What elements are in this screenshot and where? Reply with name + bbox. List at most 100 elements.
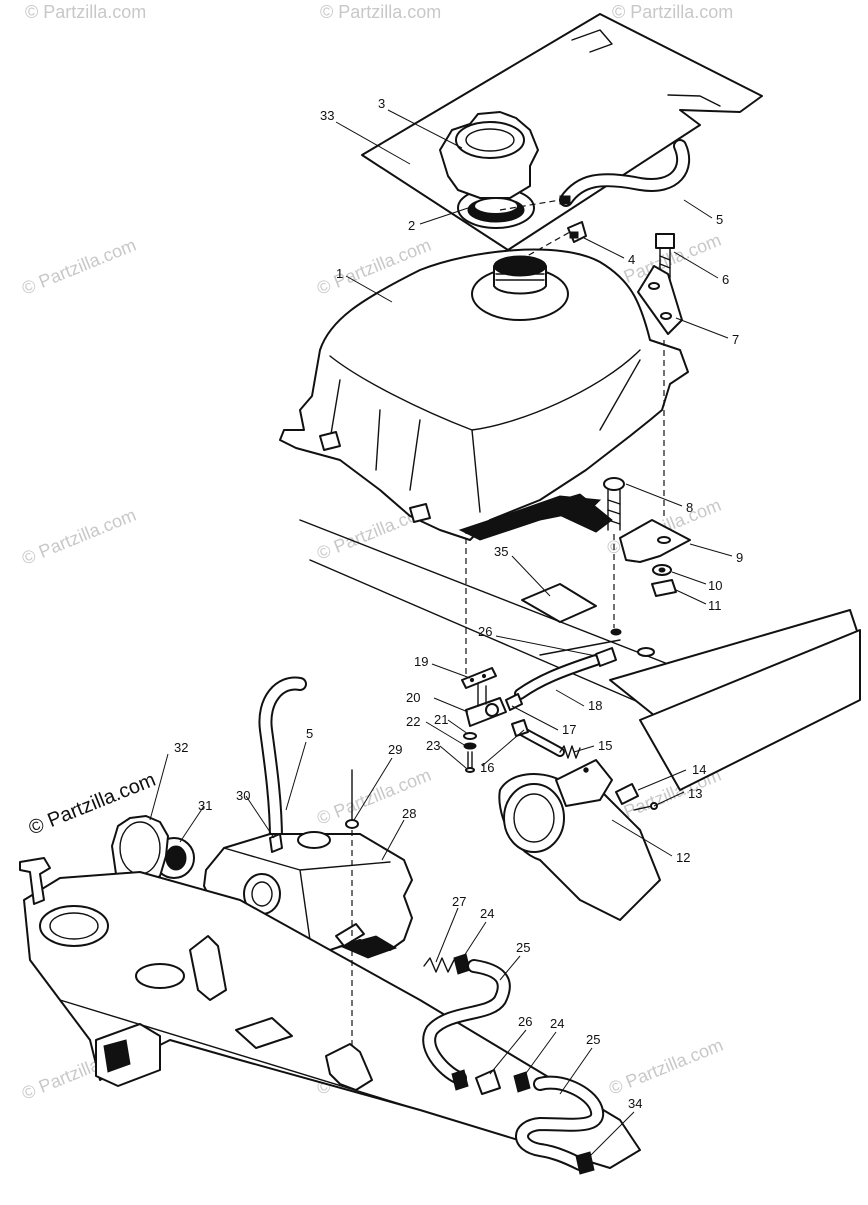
watermark: © Partzilla.com (19, 505, 139, 569)
callout-15: 15 (598, 738, 612, 753)
leader-1 (345, 275, 393, 303)
callout-12: 12 (676, 850, 690, 865)
alignment-line (499, 199, 561, 211)
callout-2: 2 (408, 218, 415, 233)
callout-1: 1 (336, 266, 343, 281)
part-20-fuel-valve (465, 683, 507, 727)
washer-hole (658, 567, 666, 573)
part-25-hose-upper (422, 959, 511, 1085)
callout-13: 13 (688, 786, 702, 801)
callout-17: 17 (562, 722, 576, 737)
clip-14 (615, 783, 639, 805)
leader-lines (149, 109, 733, 1159)
frame-hole-oval (135, 963, 185, 989)
callout-29: 29 (388, 742, 402, 757)
part-15-spring (559, 745, 581, 759)
frame-rails (299, 519, 861, 791)
duct-flange (555, 759, 613, 807)
leader-8 (625, 483, 683, 507)
fitting-thread (569, 231, 579, 239)
callout-34: 34 (628, 1096, 642, 1111)
part-8-bolt (603, 477, 625, 531)
callout-25: 25 (516, 940, 530, 955)
screw-head (465, 767, 475, 773)
fitting-body (269, 833, 283, 853)
spring-coil (423, 957, 455, 973)
leader-34 (587, 1111, 635, 1159)
leader-18 (555, 689, 585, 707)
part-33-seat-panel (361, 13, 763, 251)
callout-10: 10 (708, 578, 722, 593)
plate-hole (481, 673, 487, 679)
tank-tab-front (409, 503, 431, 523)
part-4-vent-fitting (567, 221, 587, 243)
leader-35 (511, 555, 551, 597)
fitting-body (595, 647, 617, 667)
callout-23: 23 (426, 738, 440, 753)
filler-opening (493, 255, 547, 277)
part-1-fuel-tank (279, 248, 689, 541)
part-10-washer (652, 564, 672, 576)
leader-4 (583, 237, 625, 259)
frame-hole (637, 647, 655, 657)
leader-25a (499, 955, 521, 981)
part-7-bracket (637, 265, 683, 335)
part-11-nut (651, 579, 677, 597)
leader-3 (387, 109, 463, 149)
frame-rail-mid (309, 559, 681, 721)
bracket-body (619, 519, 691, 563)
flange-hole (583, 767, 589, 773)
leader-2 (419, 207, 469, 225)
frame-hole-large (39, 905, 109, 947)
leader-12 (611, 819, 673, 857)
part-24-clamp-lower-right (513, 1071, 531, 1093)
leader-29 (353, 757, 393, 821)
frame-cutout (235, 1017, 293, 1049)
part-30-fitting (269, 833, 283, 853)
part-19-valve-plate (461, 667, 497, 689)
watermark: © Partzilla.com (19, 235, 139, 299)
part-9-bracket (619, 519, 691, 563)
bracket-hole (657, 536, 671, 544)
tank-edges (223, 847, 391, 941)
spring-coil (559, 745, 581, 759)
cap-top (455, 121, 525, 159)
part-17-18-hose (505, 654, 602, 711)
watermark: © Partzilla.com (612, 2, 733, 22)
part-26-inline-filter (475, 1069, 501, 1095)
callout-33: 33 (320, 108, 334, 123)
alignment-lines (351, 199, 665, 1050)
hose-fitting (505, 693, 523, 711)
leader-17 (511, 705, 559, 731)
callout-25: 25 (586, 1032, 600, 1047)
frame-bracket-line (539, 639, 621, 656)
tank-tab-left (319, 431, 341, 451)
tank-strap-shadow (538, 493, 613, 533)
callout-9: 9 (736, 550, 743, 565)
gasket-inner (165, 845, 187, 871)
tank-edge (471, 429, 481, 513)
washer-21 (463, 732, 477, 740)
screw-23 (467, 751, 473, 769)
leader-25b (559, 1047, 593, 1095)
pad-outline (521, 583, 597, 623)
leader-7 (675, 317, 729, 339)
part-13-14-screw (615, 783, 658, 811)
tank-side-edge (599, 359, 641, 431)
dipstick-cap (345, 819, 359, 829)
tank-contour (329, 379, 421, 491)
leader-13 (653, 791, 685, 807)
leader-24a (463, 921, 487, 957)
pipe-fitting (511, 719, 529, 737)
tank-outline (279, 248, 689, 541)
tank-cap-boss (297, 831, 331, 849)
leader-22 (425, 721, 467, 747)
callout-18: 18 (588, 698, 602, 713)
callout-31: 31 (198, 798, 212, 813)
hose-clamp-icon (559, 195, 571, 205)
part-26-upper-fitting (595, 647, 617, 667)
clamp-body (513, 1071, 531, 1093)
clamp-body (451, 1069, 469, 1091)
callout-24: 24 (550, 1016, 564, 1031)
callout-22: 22 (406, 714, 420, 729)
